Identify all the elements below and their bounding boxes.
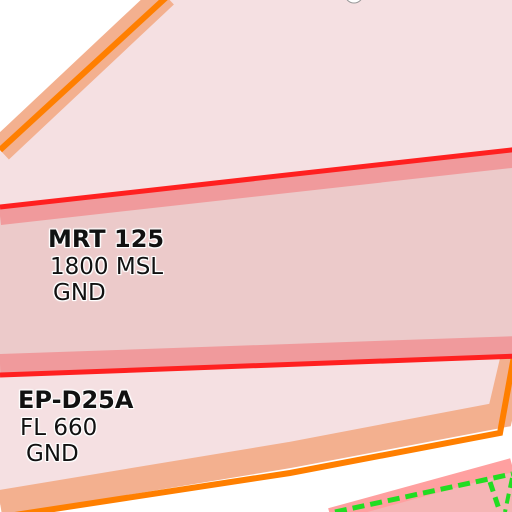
airspace-epd25a-border-lower xyxy=(14,350,512,512)
airspace-mrt125-band-top xyxy=(0,149,512,225)
airspace-mrt125-border-bottom xyxy=(0,353,512,378)
map-marker-partial xyxy=(346,0,362,4)
airspace-label-mrt125: MRT 125 1800 MSL GND xyxy=(48,225,165,307)
airspace-upper-limit: FL 660 xyxy=(20,414,98,441)
restricted-dash-outer xyxy=(334,471,512,512)
airspace-epd25a-border xyxy=(0,0,168,153)
airspace-mrt125-border-top xyxy=(0,147,512,210)
restricted-dash-inner xyxy=(487,481,503,512)
airspace-name: MRT 125 xyxy=(48,225,165,253)
airspace-mrt125[interactable] xyxy=(0,147,512,378)
airspace-upper-limit: 1800 MSL xyxy=(50,253,164,280)
airspace-lower-limit: GND xyxy=(26,441,79,468)
airspace-lower-limit: GND xyxy=(53,280,106,307)
airspace-label-epd25a: EP-D25A FL 660 GND xyxy=(18,386,134,468)
airspace-mrt125-band-bottom xyxy=(0,336,512,374)
restricted-dash-inner-2 xyxy=(503,477,512,512)
airspace-name: EP-D25A xyxy=(18,386,134,414)
airspace-restricted-partial[interactable] xyxy=(328,458,512,512)
